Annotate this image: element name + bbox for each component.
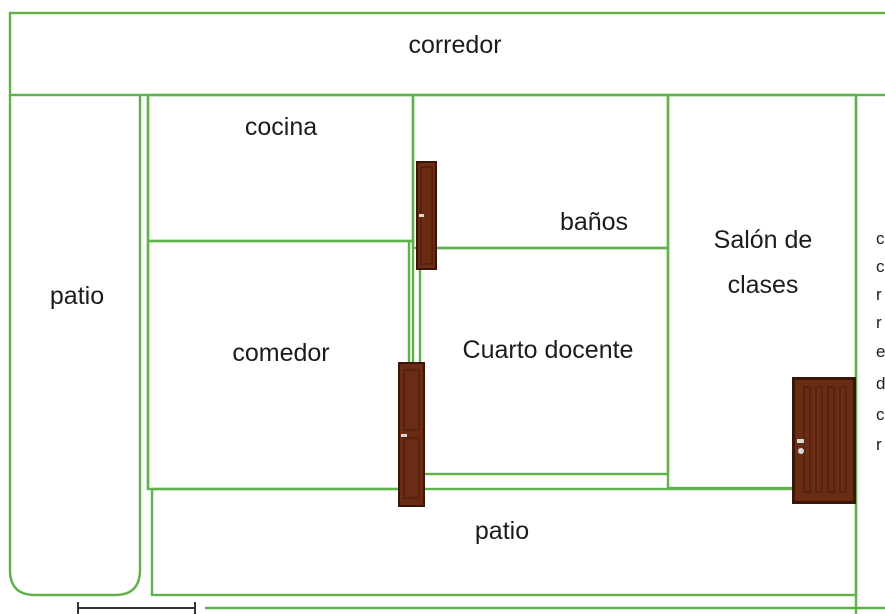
edge-letter: c [876, 405, 885, 424]
patio-bottom-label: patio [475, 517, 529, 545]
corridor-label: corredor [408, 31, 501, 59]
bottom-fence-icon [77, 602, 196, 614]
dining-label: comedor [232, 339, 329, 367]
door-icon [398, 362, 425, 507]
edge-letter: e [876, 342, 885, 361]
edge-letter: c [876, 229, 885, 248]
door-icon [792, 377, 856, 504]
edge-letter: r [876, 435, 882, 454]
teacher-room-label: Cuarto docente [463, 336, 634, 364]
classroom-label-line1: Salón de [714, 226, 813, 254]
edge-letter: c [876, 257, 885, 276]
edge-letter: d [876, 374, 885, 393]
cut-off-text: c c r r e d c r [876, 229, 885, 454]
edge-letter: r [876, 285, 882, 304]
patio-left-label: patio [50, 282, 104, 310]
kitchen-label: cocina [245, 113, 317, 141]
classroom-label-line2: clases [728, 271, 799, 299]
edge-letter: r [876, 313, 882, 332]
door-icon [416, 161, 437, 270]
patio-left-room [8, 95, 142, 597]
bathrooms-room [411, 93, 670, 250]
bathrooms-label: baños [560, 208, 628, 236]
